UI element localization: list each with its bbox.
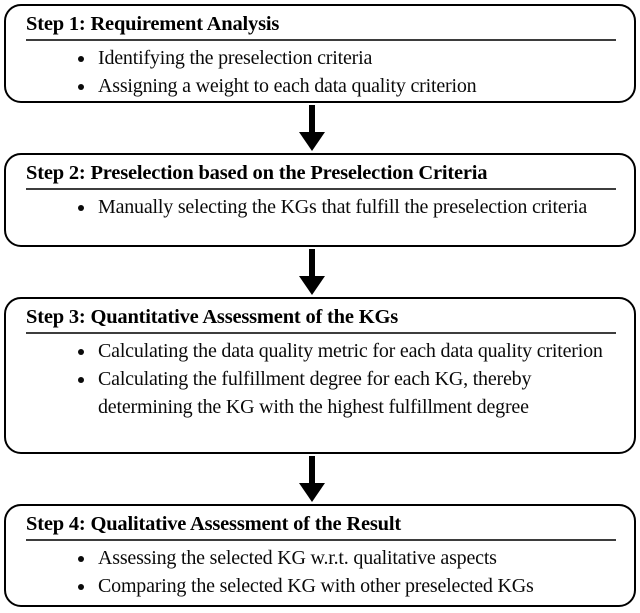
connector-3	[0, 454, 640, 504]
down-arrow-icon	[299, 249, 325, 295]
down-arrow-icon	[299, 456, 325, 502]
bullet-item: Calculating the fulfillment degree for e…	[96, 365, 616, 421]
step-2-bullet-list: Manually selecting the KGs that fulfill …	[26, 193, 616, 221]
bullet-item: Assessing the selected KG w.r.t. qualita…	[96, 544, 616, 572]
bullet-item: Assigning a weight to each data quality …	[96, 72, 616, 100]
down-arrow-icon	[299, 105, 325, 151]
step-1-title: Step 1: Requirement Analysis	[26, 11, 616, 41]
step-3-bullet-list: Calculating the data quality metric for …	[26, 337, 616, 421]
step-4-box: Step 4: Qualitative Assessment of the Re…	[4, 504, 636, 607]
connector-1	[0, 103, 640, 153]
step-4-title: Step 4: Qualitative Assessment of the Re…	[26, 511, 616, 541]
bullet-item: Comparing the selected KG with other pre…	[96, 572, 616, 600]
step-1-bullet-list: Identifying the preselection criteria As…	[26, 44, 616, 100]
connector-2	[0, 247, 640, 297]
step-3-box: Step 3: Quantitative Assessment of the K…	[4, 297, 636, 454]
bullet-item: Identifying the preselection criteria	[96, 44, 616, 72]
step-4-bullet-list: Assessing the selected KG w.r.t. qualita…	[26, 544, 616, 600]
step-3-title: Step 3: Quantitative Assessment of the K…	[26, 304, 616, 334]
bullet-item: Manually selecting the KGs that fulfill …	[96, 193, 616, 221]
step-1-box: Step 1: Requirement Analysis Identifying…	[4, 4, 636, 103]
bullet-item: Calculating the data quality metric for …	[96, 337, 616, 365]
step-2-box: Step 2: Preselection based on the Presel…	[4, 153, 636, 247]
step-2-title: Step 2: Preselection based on the Presel…	[26, 160, 616, 190]
